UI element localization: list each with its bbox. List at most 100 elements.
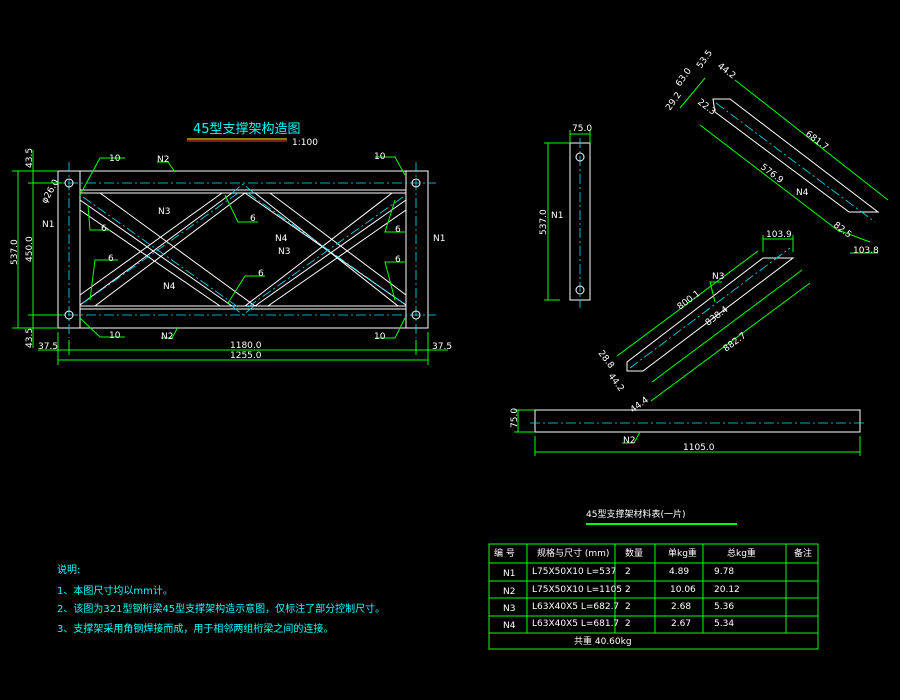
n4-dim: 82.5 [831, 220, 853, 240]
cell-unit-weight: 2.67 [671, 619, 691, 629]
label-n3-right: N3 [278, 247, 290, 257]
n4-dim: 44.2 [715, 61, 737, 81]
n4-dim: 103.8 [853, 246, 879, 256]
table-row: N1 L75X50X10 L=537 2 4.89 9.78 [503, 567, 734, 579]
n3-dim: 103.9 [766, 230, 792, 240]
table-total: 共重 40.60kg [574, 635, 632, 647]
table-row: N4 L63X40X5 L=681.7 2 2.67 5.34 [503, 619, 734, 631]
n4-label: N4 [796, 188, 809, 198]
n1-width-dim: 75.0 [572, 124, 592, 134]
notes: 说明: 1、本图尺寸均以mm计。 2、该图为321型钢桁梁45型支撑架构造示意图… [57, 563, 385, 635]
cell-total-weight: 5.36 [714, 602, 734, 612]
table-row: N3 L63X40X5 L=682.7 2 2.68 5.36 [503, 602, 734, 614]
scale-label: 1:100 [292, 138, 318, 148]
cell-total-weight: 5.34 [714, 619, 734, 629]
weld-size-10: 10 [109, 154, 121, 164]
n4-dim: 53.5 [695, 49, 715, 71]
leader-line [157, 161, 176, 173]
label-n2-bottom: N2 [161, 332, 173, 342]
elevation-view: 45型支撑架构造图 1:100 [10, 122, 452, 365]
weld-size-10: 10 [109, 331, 121, 341]
label-n4-right: N4 [275, 234, 288, 244]
table-header: 编 号 [494, 547, 515, 559]
n4-dim: 22.3 [695, 97, 717, 117]
cell-spec: L63X40X5 L=682.7 [532, 602, 619, 612]
cell-qty: 2 [625, 567, 631, 577]
bolt-holes [64, 178, 421, 320]
cell-spec: L63X40X5 L=681.7 [532, 619, 619, 629]
dim-total-height: 537.0 [10, 239, 20, 265]
weld-size-6: 6 [250, 214, 256, 224]
label-n2-top: N2 [157, 155, 169, 165]
cell-spec: L75X50X10 L=537 [532, 567, 616, 577]
n3-dim: 882.7 [722, 331, 749, 354]
weld-size-6: 6 [101, 224, 107, 234]
table-header: 规格与尺寸 (mm) [537, 547, 609, 559]
n4-dim: 681.7 [803, 129, 830, 152]
cell-id: N4 [503, 621, 516, 631]
n2-length-dim: 1105.0 [683, 443, 715, 453]
n1-label: N1 [551, 211, 563, 221]
note-item: 1、本图尺寸均以mm计。 [57, 584, 173, 597]
label-n1-left: N1 [42, 220, 54, 230]
label-n1-right: N1 [433, 234, 445, 244]
notes-heading: 说明: [57, 563, 80, 576]
cell-unit-weight: 4.89 [669, 567, 689, 577]
table-title: 45型支撑架材料表(一片) [586, 508, 685, 520]
dim-left-offset: 37.5 [38, 342, 58, 352]
leader-line [161, 326, 179, 339]
dim-inner-height: 450.0 [25, 236, 35, 262]
n4-dim: 576.9 [758, 162, 785, 186]
n4-dim: 29.2 [664, 91, 684, 113]
weld-size-6: 6 [395, 255, 401, 265]
dim-bottom-offset: 43.5 [25, 328, 35, 348]
dim-total-width: 1255.0 [230, 351, 262, 361]
n2-label: N2 [623, 436, 635, 446]
n2-width-dim: 75.0 [510, 408, 520, 428]
diagonal-braces [79, 183, 407, 316]
cell-spec: L75X50X10 L=1105 [532, 585, 622, 595]
n3-dim: 44.2 [606, 372, 626, 394]
n3-dim: 800.1 [676, 289, 703, 312]
material-table: 45型支撑架材料表(一片) 编 号 规格与尺寸 (mm) 数量 单kg重 总kg… [488, 508, 819, 650]
cell-qty: 2 [625, 585, 631, 595]
table-header: 单kg重 [668, 547, 697, 559]
note-item: 2、该图为321型钢桁梁45型支撑架构造示意图，仅标注了部分控制尺寸。 [57, 602, 385, 615]
cell-qty: 2 [625, 602, 631, 612]
part-n2-detail: 75.0 N2 1105.0 [510, 408, 865, 456]
weld-size-10: 10 [374, 332, 386, 342]
table-header: 备注 [794, 547, 812, 559]
dim-right-offset: 37.5 [432, 342, 452, 352]
note-item: 3、支撑架采用角钢焊接而成，用于相邻两组桁梁之间的连接。 [57, 622, 333, 635]
n3-dim: 28.8 [596, 349, 616, 371]
weld-leaders [79, 156, 406, 339]
label-n3-left: N3 [158, 207, 170, 217]
table-row: N2 L75X50X10 L=1105 2 10.06 20.12 [503, 585, 740, 597]
part-n4-detail: 681.7 576.9 82.5 103.8 29.2 63.0 53.5 44… [664, 49, 889, 256]
cell-id: N3 [503, 604, 515, 614]
n3-label: N3 [712, 272, 724, 282]
table-header: 总kg重 [727, 547, 756, 559]
cell-id: N2 [503, 587, 515, 597]
weld-size-6: 6 [258, 269, 264, 279]
dim-inner-width: 1180.0 [230, 341, 262, 351]
weld-size-6: 6 [108, 254, 114, 264]
n3-dim: 44.4 [629, 395, 651, 415]
cell-total-weight: 20.12 [714, 585, 740, 595]
n1-length-dim: 537.0 [539, 209, 549, 235]
n3-leader [709, 281, 722, 303]
cell-qty: 2 [625, 619, 631, 629]
elevation-title: 45型支撑架构造图 [193, 122, 301, 137]
n4-dim: 63.0 [674, 66, 694, 88]
table-header: 数量 [625, 547, 643, 559]
part-n3-detail: 103.9 800.1 838.4 882.7 28.8 44.2 44.4 N… [596, 230, 811, 415]
label-n4-left: N4 [163, 282, 176, 292]
n3-dim: 838.4 [704, 305, 731, 329]
weld-size-6: 6 [395, 225, 401, 235]
frame-outline [57, 170, 429, 329]
cell-unit-weight: 2.68 [671, 602, 691, 612]
cell-total-weight: 9.78 [714, 567, 734, 577]
part-n1-detail: 75.0 537.0 N1 [539, 124, 592, 308]
dim-top-offset: 43.5 [25, 148, 35, 168]
